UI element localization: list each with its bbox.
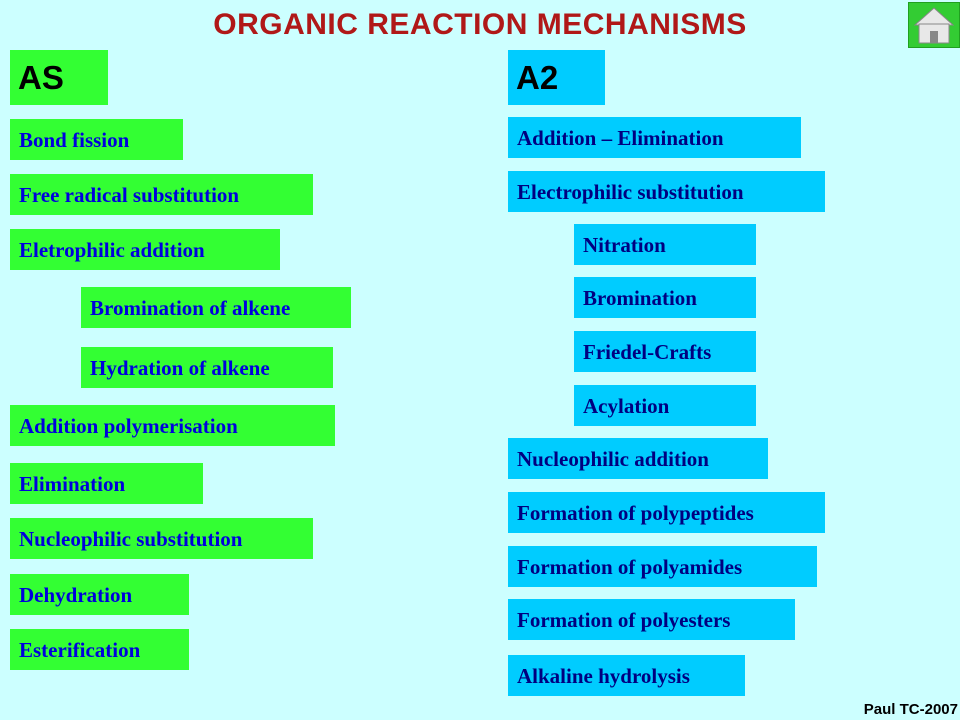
as-bond-fission-button[interactable]: Bond fission — [10, 119, 183, 160]
a2-formation-of-polyamides-button[interactable]: Formation of polyamides — [508, 546, 817, 587]
as-elimination-button[interactable]: Elimination — [10, 463, 203, 504]
a2-alkaline-hydrolysis-button[interactable]: Alkaline hydrolysis — [508, 655, 745, 696]
a2-nucleophilic-addition-button[interactable]: Nucleophilic addition — [508, 438, 768, 479]
as-free-radical-substitution-button[interactable]: Free radical substitution — [10, 174, 313, 215]
as-esterification-button[interactable]: Esterification — [10, 629, 189, 670]
a2-addition-elimination-button[interactable]: Addition – Elimination — [508, 117, 801, 158]
a2-friedel-crafts-button[interactable]: Friedel-Crafts — [574, 331, 756, 372]
as-bromination-of-alkene-button[interactable]: Bromination of alkene — [81, 287, 351, 328]
home-button[interactable] — [908, 2, 960, 48]
as-nucleophilic-substitution-button[interactable]: Nucleophilic substitution — [10, 518, 313, 559]
page-title: ORGANIC REACTION MECHANISMS — [213, 8, 747, 41]
a2-formation-of-polypeptides-button[interactable]: Formation of polypeptides — [508, 492, 825, 533]
as-electrophilic-addition-button[interactable]: Eletrophilic addition — [10, 229, 280, 270]
a2-nitration-button[interactable]: Nitration — [574, 224, 756, 265]
as-heading: AS — [10, 50, 108, 105]
a2-electrophilic-substitution-button[interactable]: Electrophilic substitution — [508, 171, 825, 212]
a2-bromination-button[interactable]: Bromination — [574, 277, 756, 318]
a2-acylation-button[interactable]: Acylation — [574, 385, 756, 426]
home-icon — [913, 7, 955, 44]
as-hydration-of-alkene-button[interactable]: Hydration of alkene — [81, 347, 333, 388]
as-addition-polymerisation-button[interactable]: Addition polymerisation — [10, 405, 335, 446]
a2-heading: A2 — [508, 50, 605, 105]
author-credit: Paul TC-2007 — [863, 701, 958, 718]
as-dehydration-button[interactable]: Dehydration — [10, 574, 189, 615]
a2-formation-of-polyesters-button[interactable]: Formation of polyesters — [508, 599, 795, 640]
